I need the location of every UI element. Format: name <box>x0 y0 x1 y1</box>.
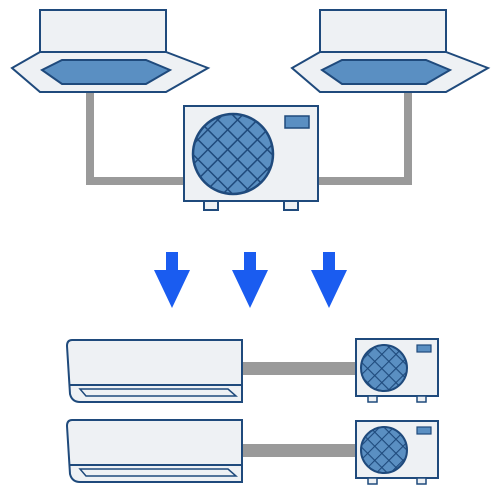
arrow-down-icon <box>154 252 190 308</box>
cassette-body <box>39 9 167 53</box>
nameplate <box>416 426 432 435</box>
wall-mounted-indoor-unit <box>65 339 243 403</box>
nameplate <box>284 115 310 129</box>
arrow-down-icon <box>232 252 268 308</box>
cassette-body <box>319 9 447 53</box>
pipe-right <box>316 90 412 185</box>
fan-grille-icon <box>360 344 408 392</box>
foot-right <box>283 200 299 211</box>
foot-left <box>367 477 378 485</box>
cassette-grille <box>320 59 453 85</box>
split-system-pair-2 <box>65 419 439 485</box>
cassette-grille <box>40 59 173 85</box>
outdoor-condenser-unit <box>355 420 439 485</box>
pipe-left <box>86 90 186 185</box>
foot-left <box>367 395 378 403</box>
refrigerant-pipes-top <box>86 90 412 185</box>
connecting-pipe <box>242 362 357 375</box>
conversion-arrows <box>154 252 347 308</box>
arrow-down-icon <box>311 252 347 308</box>
nameplate <box>416 344 432 353</box>
wall-mounted-indoor-unit <box>65 419 243 483</box>
air-louver <box>78 468 238 477</box>
connecting-pipe <box>242 444 357 457</box>
foot-right <box>416 395 427 403</box>
indoor-unit-body <box>65 419 243 483</box>
foot-right <box>416 477 427 485</box>
foot-left <box>203 200 219 211</box>
ceiling-cassette-right <box>290 9 491 93</box>
outdoor-condenser-unit <box>355 338 439 403</box>
split-system-pair-1 <box>65 338 439 403</box>
outdoor-unit-top <box>183 105 319 211</box>
ceiling-cassette-left <box>10 9 211 93</box>
fan-grille-icon <box>191 112 275 196</box>
indoor-unit-body <box>65 339 243 403</box>
air-louver <box>78 388 238 397</box>
top-system <box>10 9 491 211</box>
fan-grille-icon <box>360 426 408 474</box>
